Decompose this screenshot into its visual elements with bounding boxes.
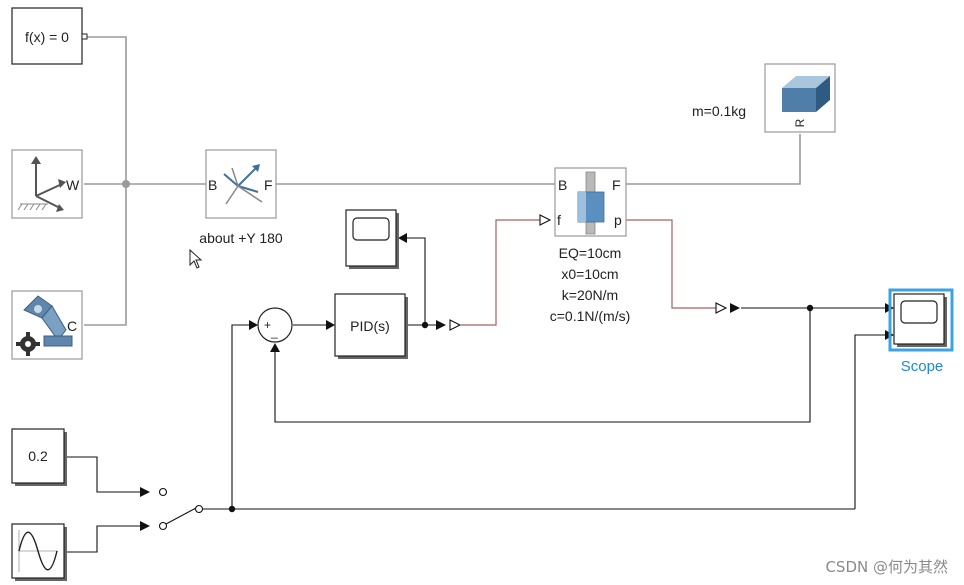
prismatic-joint-icon xyxy=(577,171,605,235)
switch-in1-arrow xyxy=(140,487,150,497)
scope-screen-icon xyxy=(352,217,390,241)
gear-icon xyxy=(16,332,40,356)
mass-port-label: R xyxy=(793,118,807,127)
robot-arm-icon xyxy=(23,295,73,347)
mechanism-config-block[interactable]: C xyxy=(11,290,83,360)
pid-input-arrow xyxy=(326,320,335,330)
transform-port-f: F xyxy=(264,177,273,193)
sine-wave-block[interactable] xyxy=(11,523,67,581)
joint-param-k: k=20N/m xyxy=(562,287,618,303)
force-signal-line[interactable] xyxy=(461,219,540,326)
solver-config-block[interactable]: f(x) = 0 xyxy=(11,7,88,65)
mouse-cursor-icon xyxy=(189,248,203,269)
constant-block[interactable]: 0.2 xyxy=(11,428,67,486)
mechanism-port-label: C xyxy=(67,318,77,334)
sum-plus-arrow xyxy=(249,320,258,330)
solid-brick-icon xyxy=(782,76,830,112)
sum-minus-arrow xyxy=(270,343,280,352)
converter-arrow-hollow xyxy=(449,319,462,331)
reference-to-scope-line[interactable] xyxy=(854,334,885,509)
position-converter-hollow xyxy=(715,302,728,314)
position-converter-filled xyxy=(730,303,740,313)
sum-block[interactable]: + _ xyxy=(257,307,293,343)
world-port-label: W xyxy=(66,177,80,193)
prismatic-joint-block[interactable]: B F f p EQ=10cm x0=10cm k=20N/m c=0.1N/(… xyxy=(550,167,631,324)
joint-port-position: p xyxy=(614,212,622,228)
switch-out-terminal[interactable] xyxy=(194,504,204,514)
small-scope-input-arrow xyxy=(398,233,407,243)
joint-port-f: F xyxy=(612,177,621,193)
pid-to-scope-line[interactable] xyxy=(407,237,426,325)
rigid-transform-icon xyxy=(223,164,263,205)
reference-to-sum-line[interactable] xyxy=(231,324,249,509)
solver-label: f(x) = 0 xyxy=(25,29,69,45)
joint-param-eq: EQ=10cm xyxy=(559,245,622,261)
joint-port-force: f xyxy=(557,212,561,228)
scope-screen-icon xyxy=(900,300,938,324)
pid-label: PID(s) xyxy=(350,318,390,334)
switch-in2-arrow xyxy=(140,521,150,531)
mass-block[interactable]: m=0.1kg R xyxy=(692,63,836,133)
switch-in1-terminal[interactable] xyxy=(158,487,168,497)
physical-trunk-line[interactable] xyxy=(84,36,127,326)
pid-output-scope-block[interactable] xyxy=(345,209,399,269)
sum-minus-sign: _ xyxy=(270,325,278,339)
watermark-text: CSDN @何为其然 xyxy=(825,558,948,576)
pid-controller-block[interactable]: PID(s) xyxy=(334,293,408,359)
joint-to-mass-line[interactable] xyxy=(626,134,801,185)
scope-block[interactable]: Scope xyxy=(888,288,954,375)
transform-caption: about +Y 180 xyxy=(199,230,283,246)
joint-param-x0: x0=10cm xyxy=(561,266,618,282)
joint-param-c: c=0.1N/(m/s) xyxy=(550,308,631,324)
switch-in2-terminal[interactable] xyxy=(158,521,168,531)
world-frame-icon xyxy=(17,156,66,212)
sine-wave-icon xyxy=(18,530,58,572)
manual-switch-lever[interactable] xyxy=(165,507,197,525)
converter-arrow-filled xyxy=(436,320,446,330)
scope-label: Scope xyxy=(901,358,944,375)
constant-to-switch-line[interactable] xyxy=(66,456,140,493)
force-port-arrow xyxy=(539,214,552,226)
selection-highlight xyxy=(888,288,954,352)
mass-param: m=0.1kg xyxy=(692,103,746,119)
joint-port-b: B xyxy=(558,177,567,193)
rigid-transform-block[interactable]: B F about +Y 180 xyxy=(199,149,283,246)
feedback-line[interactable] xyxy=(274,308,811,423)
sum-plus-sign: + xyxy=(264,318,271,332)
world-frame-block[interactable]: W xyxy=(11,149,83,219)
constant-value: 0.2 xyxy=(28,448,48,464)
position-signal-line[interactable] xyxy=(626,219,716,309)
physical-connections xyxy=(84,36,801,326)
sine-to-switch-line[interactable] xyxy=(66,525,140,553)
physical-junction-dot xyxy=(122,180,130,188)
signal-connections xyxy=(66,214,894,553)
transform-port-b: B xyxy=(208,177,217,193)
